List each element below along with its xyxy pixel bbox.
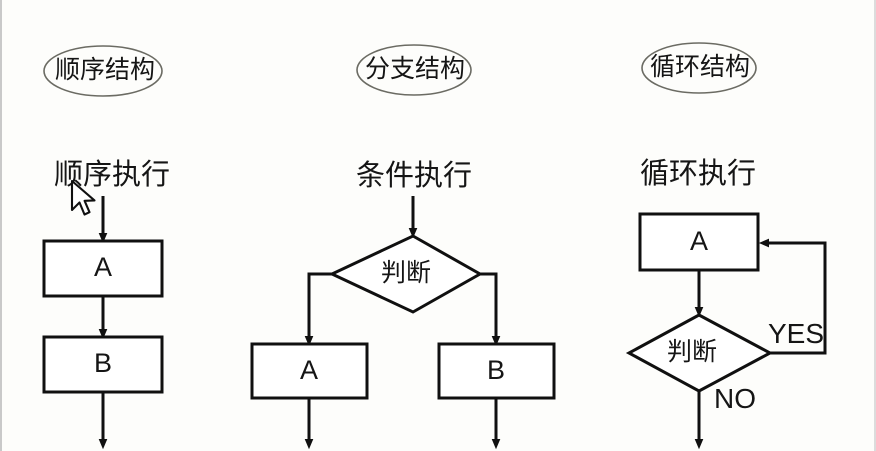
branch-box-b-shape [437, 342, 556, 400]
ellipse-branch [356, 44, 472, 96]
ellipse-loop [641, 42, 757, 94]
box-b-shape [42, 335, 164, 394]
loop-no-label: NO [714, 383, 756, 414]
box-b-label: B [94, 348, 113, 378]
decision-diamond-label: 判断 [381, 259, 432, 287]
heading-branch: 条件执行 [356, 160, 473, 192]
loop-box-a-shape [638, 212, 760, 272]
loop-box-a-label: A [690, 226, 709, 256]
ellipse-label-sequence: 顺序结构 [55, 56, 156, 84]
heading-loop: 循环执行 [640, 158, 757, 190]
decision-diamond-shape [328, 234, 484, 314]
box-a-shape [42, 239, 164, 298]
loop-yes-path [758, 238, 827, 355]
loop-decision-diamond-label: 判断 [667, 338, 718, 366]
box-a-label: A [94, 252, 113, 282]
branch-right-path [480, 272, 501, 347]
loop-yes-label: YES [768, 318, 825, 349]
branch-box-b-label: B [487, 355, 506, 385]
branch-left-path [304, 272, 332, 347]
branch-box-a-label: A [300, 355, 319, 385]
ellipse-label-branch: 分支结构 [365, 55, 466, 83]
ellipse-sequence [43, 45, 163, 97]
ellipse-label-loop: 循环结构 [650, 53, 751, 81]
heading-sequence: 顺序执行 [54, 159, 171, 191]
